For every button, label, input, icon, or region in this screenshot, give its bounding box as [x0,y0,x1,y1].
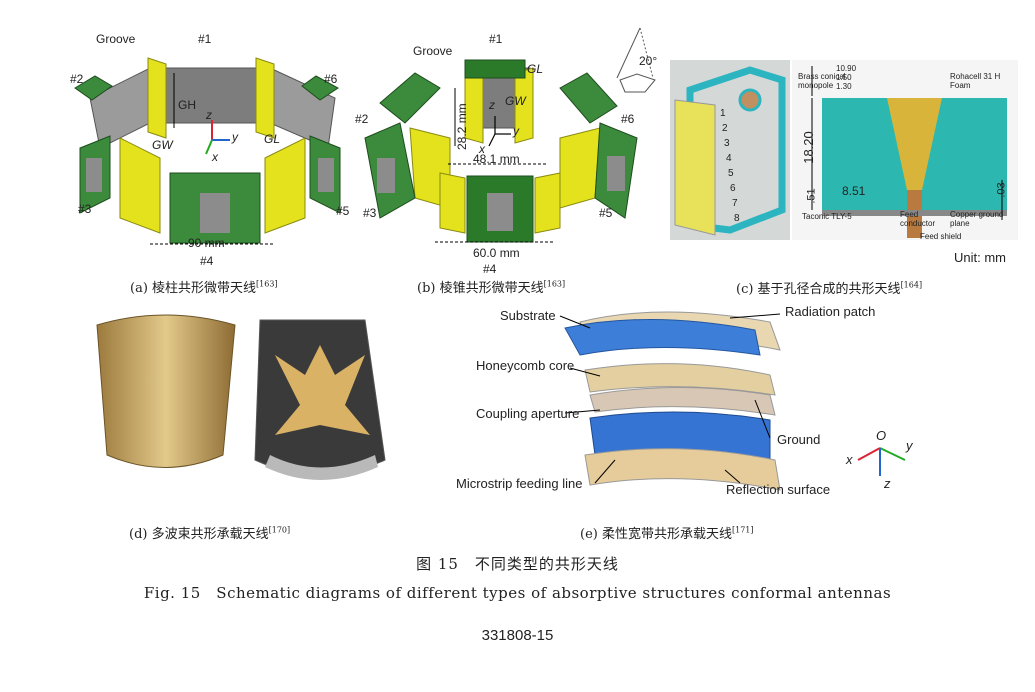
element-label-2: 2 [722,123,728,134]
gl-label-b: GL [527,62,544,76]
figure-title-en: Fig. 15 Schematic diagrams of different … [143,584,892,602]
element-label-4: 4 [726,153,732,164]
microstrip-label: Microstrip feeding line [456,476,583,491]
panel-b-label-3: #3 [363,206,377,220]
element-label-7: 7 [732,198,738,209]
caption-a: (a) 棱柱共形微带天线[163] [130,279,278,296]
panel-label-3: #3 [78,202,92,216]
panel-e-illustration [559,311,906,491]
axis-z-label-b: z [489,98,495,112]
element-label-3: 3 [724,138,730,149]
cone-angle-label: 20° [639,54,658,68]
unit-label: Unit: mm [954,250,1006,265]
dim-1-50: 1.50 [836,73,852,82]
dim-51: .51 [805,188,818,204]
dim-8-51: 8.51 [842,184,866,198]
axis-x-label: x [212,150,218,164]
axis-z-label-e: z [884,476,891,491]
gw-label: GW [152,138,173,152]
brass-monopole-label: Brass conical monopole [798,72,846,90]
panel-label-2: #2 [70,72,84,86]
caption-d: (d) 多波束共形承载天线[170] [129,525,291,542]
element-label-6: 6 [730,183,736,194]
rohacell-foam-label: Rohacell 31 H Foam [950,72,1001,90]
gh-label: GH [178,98,196,112]
panel-d: (d) 多波束共形承载天线[170] [75,305,405,545]
coupling-aperture-label: Coupling aperture [476,406,580,421]
dim-10-90: 10.90 [836,64,857,73]
inner-width-dimension-b: 48.1 mm [473,152,520,166]
axis-y-label-e: y [906,438,913,453]
width-dimension: 90 mm [188,236,225,250]
copper-ground-plane-label: Copper ground plane [950,210,1004,228]
figure-title-zh: 图 15 不同类型的共形天线 [416,555,619,573]
panel-a-illustration [74,57,341,245]
axis-z-label: z [206,108,212,122]
panel-label-5: #5 [336,204,350,218]
element-label-5: 5 [728,168,734,179]
panel-b-label-1: #1 [489,32,503,46]
feed-shield-label: Feed shield [920,232,962,241]
panel-e: Substrate Radiation patch Honeycomb core… [440,300,930,545]
gl-label: GL [264,132,281,146]
panel-label-4: #4 [200,254,214,268]
dim-03: .03 [995,182,1008,198]
axis-y-label-b: y [513,124,519,138]
groove-label-b: Groove [413,44,453,58]
ground-label: Ground [777,432,821,447]
caption-c: (c) 基于孔径合成的共形天线[164] [736,280,923,297]
dim-1-30: 1.30 [836,82,852,91]
radiation-patch-label: Radiation patch [785,304,876,319]
panel-b-label-6: #6 [621,112,635,126]
panel-c-cross-section [792,60,1018,240]
panel-c-photo: 1 2 3 4 5 6 7 8 [670,60,790,240]
panel-b-label-2: #2 [355,112,369,126]
element-label-1: 1 [720,108,726,119]
groove-label: Groove [96,32,136,46]
axis-y-label: y [232,130,238,144]
element-label-8: 8 [734,213,740,224]
gw-label-b: GW [505,94,526,108]
honeycomb-core-label: Honeycomb core [476,358,575,373]
panel-d-illustration [96,314,386,480]
taconic-label: Taconic TLY-5 [802,212,852,221]
panel-c: 1 2 3 4 5 6 7 8 10.90 1.50 1.30 Brass conical m… [670,60,1020,297]
height-dimension-b: 28.2 mm [455,103,469,150]
page-number: 331808-15 [481,627,554,644]
panel-b: Groove #1 #2 #6 #3 #5 #4 GL GW 28.2 mm 4… [355,27,675,296]
origin-label: O [876,428,887,443]
panel-label-6: #6 [324,72,338,86]
axis-x-label-b: x [479,142,485,156]
feed-conductor-label: Feed conductor [900,210,936,228]
width-dimension-b: 60.0 mm [473,246,520,260]
panel-b-label-5: #5 [599,206,613,220]
panel-b-illustration [364,27,656,243]
dim-18-20: 18.20 [800,131,816,164]
caption-b: (b) 棱锥共形微带天线[163] [417,279,566,296]
axis-x-label-e: x [846,452,853,467]
panel-b-label-4: #4 [483,262,497,276]
reflection-surface-label: Reflection surface [726,482,831,497]
panel-a: Groove #1 #2 #6 #3 #5 #4 GH GW GL z y x … [70,28,360,296]
panel-label-1: #1 [198,32,212,46]
substrate-label: Substrate [500,308,556,323]
caption-e: (e) 柔性宽带共形承载天线[171] [580,525,754,542]
